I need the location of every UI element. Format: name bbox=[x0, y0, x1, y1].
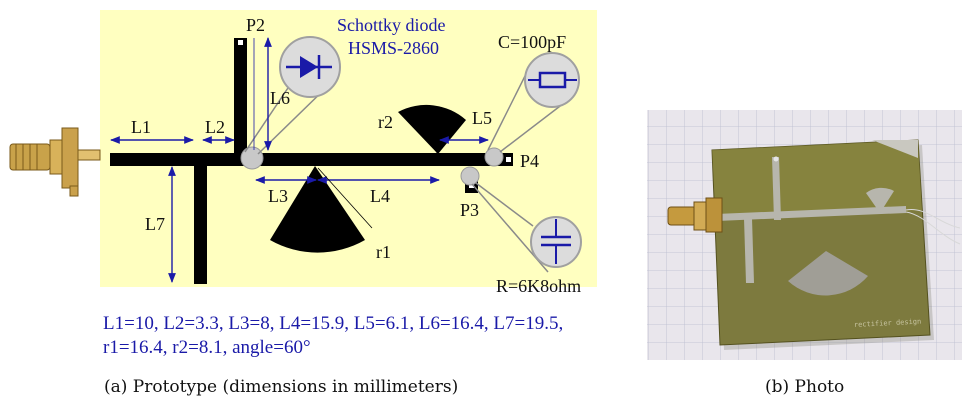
segment-l3-label: L3 bbox=[268, 186, 288, 206]
port-p3-dot bbox=[469, 183, 474, 188]
radius-r1-label: r1 bbox=[376, 242, 391, 262]
port-p4-label: P4 bbox=[520, 151, 539, 171]
port-p3-label: P3 bbox=[460, 200, 479, 220]
port-p4-pad bbox=[506, 157, 511, 162]
radius-r2-label: r2 bbox=[378, 112, 393, 132]
caption-b: (b) Photo bbox=[765, 377, 845, 397]
stub-l7 bbox=[194, 160, 207, 284]
radial-stub-r1 bbox=[270, 166, 365, 253]
dimensions-line-2: r1=16.4, r2=8.1, angle=60° bbox=[103, 337, 311, 358]
main-feed-line bbox=[110, 153, 513, 166]
segment-l2-label: L2 bbox=[205, 117, 225, 137]
dimension-arrows bbox=[110, 37, 489, 283]
capacitor-callout bbox=[524, 52, 580, 108]
junction-lens-left bbox=[240, 146, 264, 170]
resistor-label: R=6K8ohm bbox=[496, 276, 581, 296]
shunt-callout bbox=[530, 216, 582, 268]
port-p2-label: P2 bbox=[246, 15, 265, 35]
radial-stub-r2 bbox=[398, 104, 466, 154]
segment-l1-label: L1 bbox=[131, 117, 151, 137]
photo-wires bbox=[905, 208, 961, 245]
segment-l4-label: L4 bbox=[370, 186, 390, 206]
prototype-diagram: P2 P3 P4 L1 L2 L3 L4 L5 L6 L7 r1 r2 C=10… bbox=[9, 10, 597, 296]
photo-traces bbox=[716, 140, 918, 296]
junction-lens-right bbox=[484, 147, 504, 167]
segment-l6-label: L6 bbox=[270, 88, 290, 108]
dimensions-line-1: L1=10, L2=3.3, L3=8, L4=15.9, L5=6.1, L6… bbox=[103, 313, 564, 334]
junction-lens-bottom bbox=[460, 166, 480, 186]
caption-a: (a) Prototype (dimensions in millimeters… bbox=[104, 377, 459, 397]
photo-via-top bbox=[773, 156, 779, 162]
photo-sma-connector bbox=[667, 197, 723, 233]
port-p2-pad bbox=[238, 40, 243, 45]
pcb-highlight bbox=[712, 140, 922, 220]
diode-type-label: Schottky diode bbox=[337, 15, 446, 35]
schottky-diode-icon bbox=[279, 36, 341, 98]
capacitor-label: C=100pF bbox=[498, 32, 566, 52]
board-silkscreen-label: rectifier design bbox=[854, 317, 922, 329]
stub-l6 bbox=[234, 38, 247, 160]
prototype-photo: rectifier design bbox=[647, 110, 962, 360]
sma-connector-image bbox=[9, 127, 101, 197]
segment-l5-label: L5 bbox=[472, 108, 492, 128]
segment-l7-label: L7 bbox=[145, 214, 165, 234]
resistor-symbol-icon bbox=[538, 71, 567, 89]
diode-part-label: HSMS-2860 bbox=[348, 38, 439, 58]
